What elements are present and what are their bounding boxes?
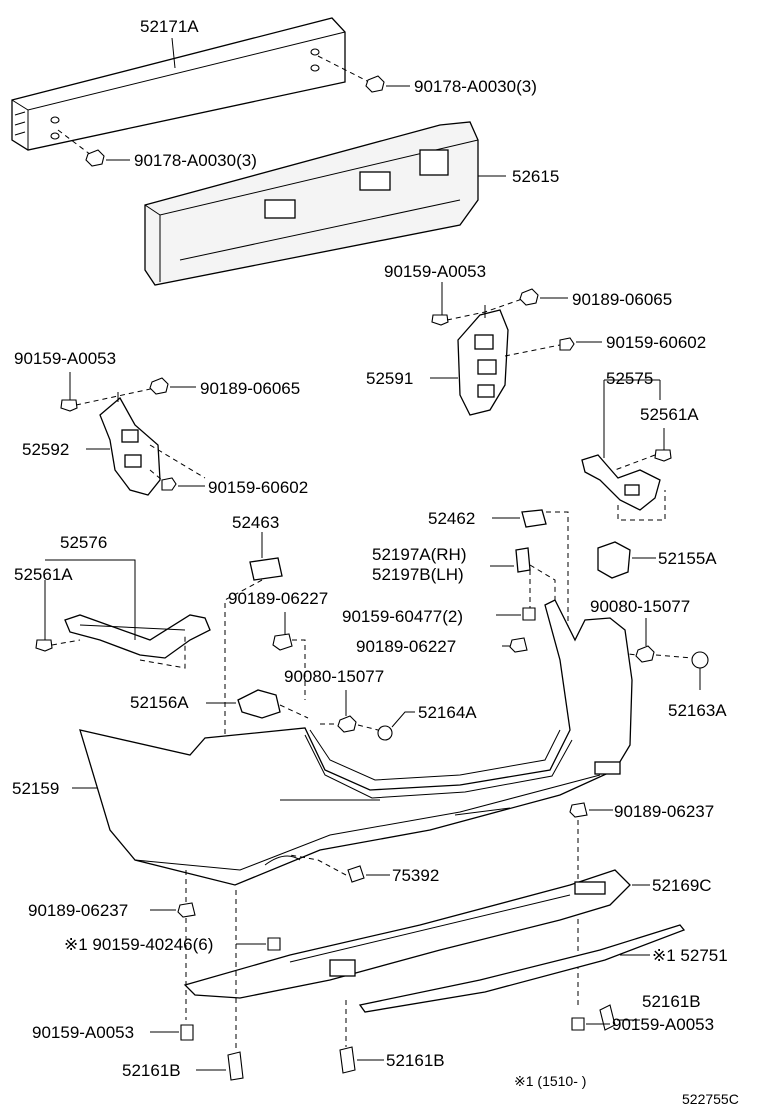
label-52462: 52462: [428, 509, 476, 528]
pad-52463: [249, 557, 283, 581]
label-90178-A0030-right: 90178-A0030(3): [414, 77, 537, 96]
absorber-52615: [144, 121, 479, 286]
clip-icon: [35, 639, 53, 652]
label-75392: 75392: [392, 866, 440, 885]
spoiler-52169C: [183, 869, 631, 999]
bolt-icon: [161, 477, 177, 491]
label-90189-06227-right: 90189-06227: [356, 637, 457, 656]
label-52197A: 52197A(RH): [372, 545, 467, 564]
clip-icon: [431, 314, 449, 326]
label-90189-06237-left: 90189-06237: [28, 901, 129, 920]
label-52169C: 52169C: [652, 876, 712, 895]
label-52155A: 52155A: [658, 549, 717, 568]
clip-75392: [347, 865, 365, 883]
label-52615: 52615: [512, 167, 560, 186]
nut-icon: [337, 715, 357, 733]
label-90189-06237-right: 90189-06237: [614, 802, 715, 821]
label-90159-40246: ※1 90159-40246(6): [64, 935, 214, 954]
label-52575: 52575: [606, 369, 654, 388]
label-52197B: 52197B(LH): [372, 565, 464, 584]
label-90159-A0053-left: 90159-A0053: [14, 349, 117, 368]
label-90159-60602-right: 90159-60602: [606, 333, 707, 352]
label-90159-60477: 90159-60477(2): [342, 607, 463, 626]
label-52164A: 52164A: [418, 703, 477, 722]
clip-52161B: [227, 1051, 244, 1081]
retainer-52575: [581, 454, 661, 511]
bumper-cover-52159: [79, 599, 633, 886]
label-90178-A0030-left: 90178-A0030(3): [134, 151, 257, 170]
label-90189-06065-left: 90189-06065: [200, 379, 301, 398]
label-90080-15077-right: 90080-15077: [590, 597, 691, 616]
label-52592: 52592: [22, 440, 70, 459]
label-52161B-centre: 52161B: [386, 1051, 445, 1070]
label-90080-15077-centre: 90080-15077: [284, 667, 385, 686]
label-52561A-left: 52561A: [14, 565, 73, 584]
label-52171A: 52171A: [140, 17, 199, 36]
cap-52164A: [377, 725, 393, 741]
bracket-52156A: [237, 689, 281, 719]
clip-icon: [509, 637, 528, 653]
bracket-52592: [99, 392, 161, 496]
label-52156A: 52156A: [130, 693, 189, 712]
clip-icon: [272, 633, 293, 651]
label-90159-A0053-bottom-left: 90159-A0053: [32, 1023, 135, 1042]
label-52463: 52463: [232, 513, 280, 532]
label-52163A: 52163A: [668, 701, 727, 720]
label-90159-A0053-right: 90159-A0053: [384, 262, 487, 281]
screw-icon: [571, 1017, 585, 1031]
reinforcement-52171A: [11, 17, 346, 151]
pad-52462: [521, 509, 547, 528]
nut-icon: [149, 377, 169, 395]
label-52161B-left: 52161B: [122, 1061, 181, 1080]
nut-icon: [519, 288, 539, 306]
clip-52161B: [339, 1046, 356, 1074]
bracket-52197: [515, 547, 531, 573]
label-52561A-right: 52561A: [640, 405, 699, 424]
label-52576: 52576: [60, 533, 108, 552]
clip-icon: [569, 802, 588, 818]
label-52161B-right: 52161B: [642, 992, 701, 1011]
screw-icon: [180, 1024, 194, 1041]
molding-52751: [358, 924, 686, 1013]
label-90159-A0053-bottom-right: 90159-A0053: [612, 1015, 715, 1034]
nut-icon: [85, 149, 105, 167]
nut-icon: [635, 645, 655, 663]
screw-icon: [522, 607, 536, 621]
clip-icon: [60, 399, 78, 412]
footnote: ※1 (1510- ): [514, 1073, 587, 1089]
retainer-52576: [64, 614, 211, 659]
diagram-code: 522755C: [682, 1091, 739, 1107]
label-52159: 52159: [12, 779, 60, 798]
bracket-52155A: [597, 541, 631, 579]
clip-icon: [177, 902, 196, 918]
nut-icon: [365, 75, 385, 93]
label-90159-60602-left: 90159-60602: [208, 478, 309, 497]
bracket-52591: [457, 305, 509, 416]
label-90189-06227-left: 90189-06227: [228, 589, 329, 608]
clip-icon: [654, 449, 672, 462]
screw-icon: [267, 937, 281, 951]
label-52751: ※1 52751: [652, 946, 728, 965]
label-90189-06065-right: 90189-06065: [572, 290, 673, 309]
cap-52163A: [691, 651, 709, 669]
bolt-icon: [559, 337, 575, 351]
label-52591: 52591: [366, 369, 414, 388]
